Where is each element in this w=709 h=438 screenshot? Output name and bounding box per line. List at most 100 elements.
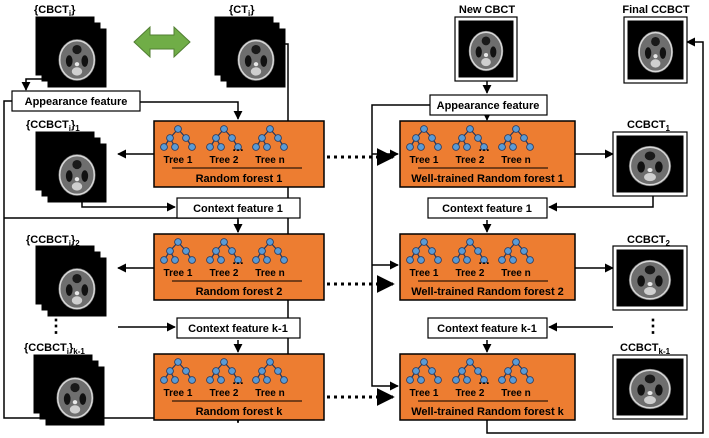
tree-label: Tree 1 [410,388,439,399]
tree-ellipsis: … [232,253,244,267]
forest-label: Well-trained Random forest 2 [411,286,564,298]
cbct-train-title: {CBCTi} [34,4,76,18]
appearance-feature-box [11,90,141,112]
tree-label: Tree 2 [456,388,485,399]
ct-slice [616,358,684,416]
context-feature-k-1-label: Context feature k-1 [188,323,288,335]
ct-training-images [214,16,286,88]
decision-tree [206,358,242,384]
appearance-feature-label: Appearance feature [25,96,128,108]
ccbct-set-k-1-images [33,354,105,426]
ct-slice [47,28,107,88]
r-context-feature-1-box [427,197,548,219]
tree-ellipsis: … [478,140,490,154]
appearance-bus-to-forest2 [4,217,243,233]
decision-tree [406,358,442,384]
right-vertical-ellipsis: ⋮ [644,316,662,336]
ct-slice [47,257,107,317]
random-forest-k: Tree 1 Tree 2 Tree n … Random forest k [153,353,325,421]
decision-tree [160,358,196,384]
ccbct-2-title: CCBCT2 [627,234,671,248]
r-context-feature-k-1-box [427,317,548,339]
decision-tree [498,358,534,384]
ct-slice [458,20,514,78]
decision-tree [498,125,534,151]
tree-label: Tree n [255,155,284,166]
ccbct-set-1-images [35,131,107,203]
tree-label: Tree n [501,388,530,399]
new-cbct-title: New CBCT [459,4,516,16]
forest-label: Well-trained Random forest k [411,406,564,418]
ct-slice [616,249,684,307]
tree-ellipsis: … [478,373,490,387]
ccbct-k-1-image [612,354,688,420]
decision-tree [252,125,288,151]
ct-slice [627,20,684,80]
left-vertical-ellipsis: ⋮ [47,316,65,336]
well-trained-random-forest-2: Tree 1 Tree 2 Tree n … Well-trained Random f… [399,233,576,301]
decision-tree [406,238,442,264]
tree-label: Tree n [501,155,530,166]
tree-label: Tree 1 [164,155,193,166]
tree-label: Tree 2 [210,155,239,166]
forest-label: Random forest k [196,406,284,418]
decision-tree [160,125,196,151]
ct-train-title: {CTi} [229,4,255,18]
ccbct-set-2-images [35,245,107,317]
decision-tree [452,238,488,264]
wforestk-to-final [486,37,704,434]
pairing-double-arrow [133,25,191,59]
r-context-feature-1-label: Context feature 1 [442,203,532,215]
ccbct-set-k-1-title: {CCBCTi}k-1 [24,342,85,356]
decision-tree [406,125,442,151]
r-appearance-feature-box [429,94,548,116]
model-transfer-arrows [327,148,395,406]
forest-label: Random forest 2 [196,286,283,298]
ccbct-2-image [612,245,688,311]
tree-label: Tree n [255,388,284,399]
tree-label: Tree 1 [410,155,439,166]
ct-slice [226,28,286,88]
tree-label: Tree 1 [410,268,439,279]
tree-ellipsis: … [478,253,490,267]
final-ccbct-image [623,16,688,84]
decision-tree [206,238,242,264]
ct-slice [616,135,684,193]
decision-tree [452,358,488,384]
r-context-feature-k-1-label: Context feature k-1 [437,323,537,335]
tree-label: Tree 2 [210,268,239,279]
context-feature-1-box [176,197,301,219]
ccbct-1-title: CCBCT1 [627,119,671,133]
ccbct-1-image [612,131,688,197]
context-feature-1-label: Context feature 1 [193,203,283,215]
ccbct1-to-rcontext1 [548,194,654,212]
appearance-to-forest1 [140,101,243,120]
tree-label: Tree 1 [164,388,193,399]
cbct-training-images [35,16,107,88]
ct-slice [45,366,105,426]
ccbct-set-2-title: {CCBCTi}2 [26,234,80,248]
tree-ellipsis: … [232,373,244,387]
r-appearance-bus [371,104,430,391]
decision-tree [206,125,242,151]
decision-tree [452,125,488,151]
context-feature-k-1-box [176,317,301,339]
tree-label: Tree 2 [456,155,485,166]
decision-tree [252,238,288,264]
r-appearance-feature-label: Appearance feature [437,100,540,112]
tree-label: Tree n [501,268,530,279]
tree-label: Tree n [255,268,284,279]
decision-tree [252,358,288,384]
new-cbct-image [454,16,518,82]
tree-ellipsis: … [232,140,244,154]
decision-tree [498,238,534,264]
final-ccbct-title: Final CCBCT [622,4,690,16]
well-trained-random-forest-k: Tree 1 Tree 2 Tree n … Well-trained Random f… [399,353,576,421]
tree-label: Tree 2 [456,268,485,279]
ccbct-k-1-title: CCBCTk-1 [620,342,671,356]
tree-label: Tree 2 [210,388,239,399]
